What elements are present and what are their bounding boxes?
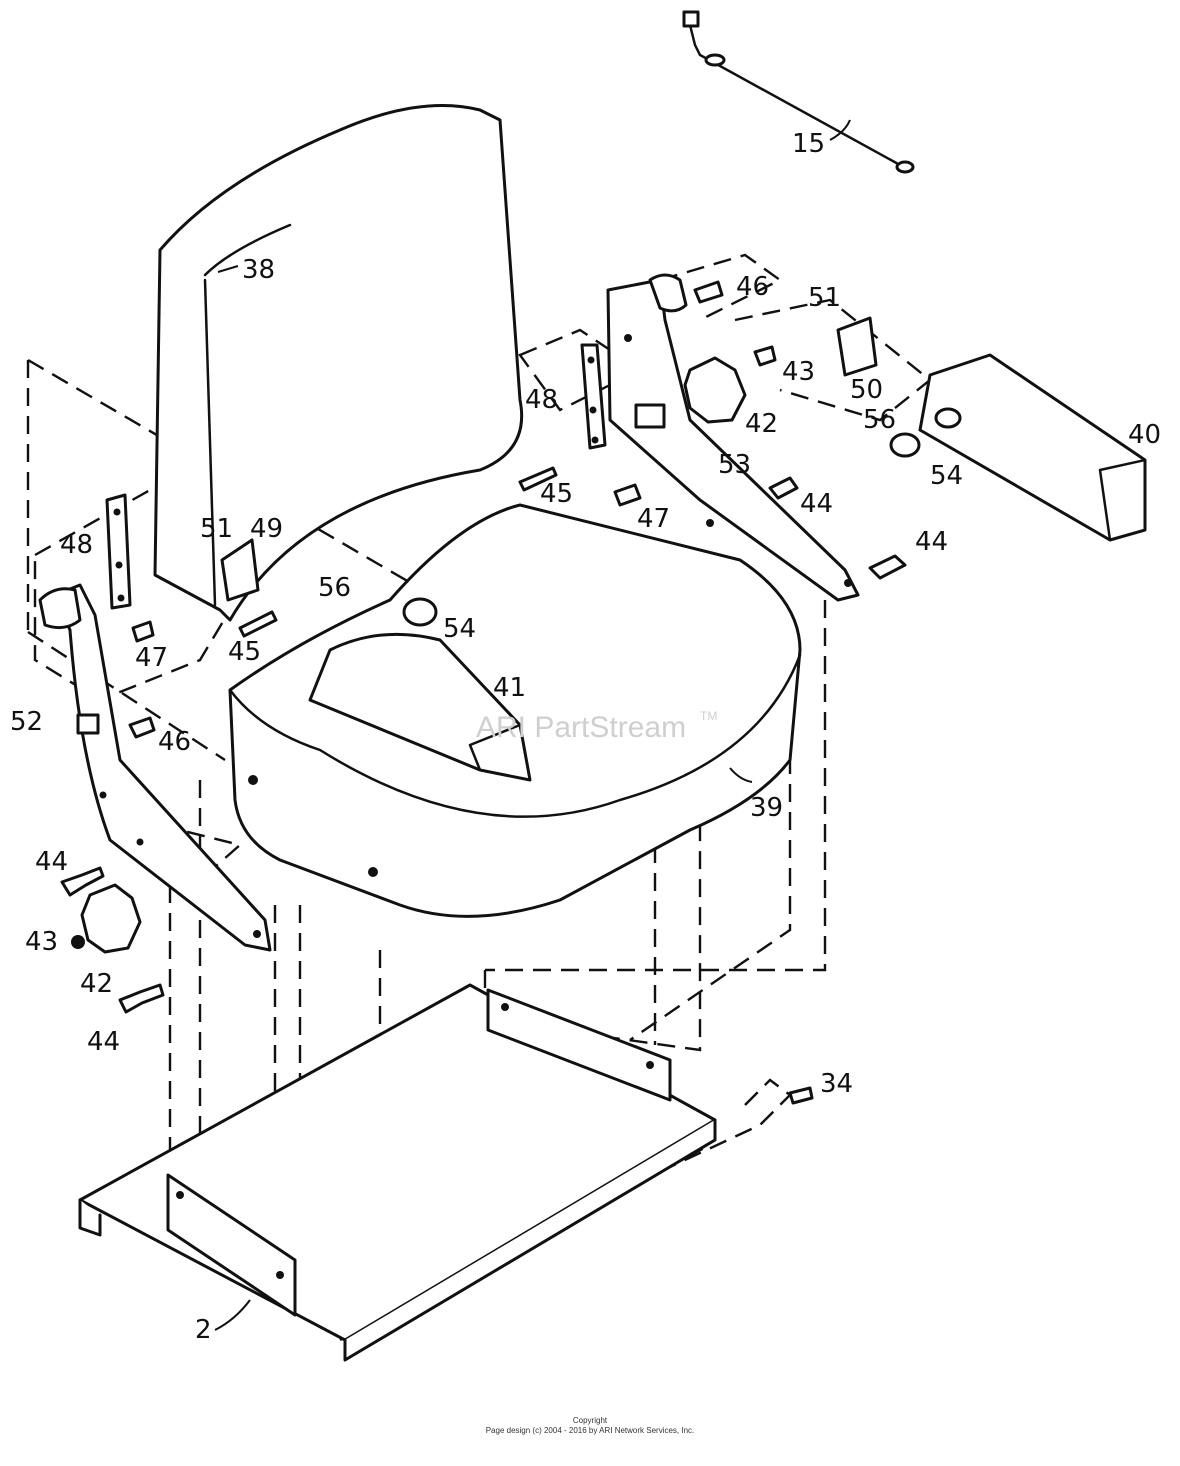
right-mounting-plate	[580, 343, 607, 450]
callout-47-right: 47	[637, 504, 670, 534]
callout-54-left: 54	[443, 614, 476, 644]
callout-15: 15	[792, 129, 825, 159]
right-knob	[683, 356, 747, 424]
washer-ring-right	[889, 432, 921, 458]
callout-47-left: 47	[135, 643, 168, 673]
callout-53: 53	[718, 450, 751, 480]
seat-back	[153, 104, 524, 622]
seat-base-plate	[78, 983, 717, 1362]
right-armrest	[918, 353, 1147, 542]
left-knob	[80, 883, 142, 954]
watermark-tm: TM	[700, 709, 717, 723]
callout-52: 52	[10, 707, 43, 737]
watermark: ARI PartStream TM	[476, 709, 717, 744]
callout-56-left: 56	[318, 573, 351, 603]
callout-44-right-2: 44	[915, 527, 948, 557]
washer-ring-left	[402, 597, 438, 627]
callout-51-left: 51	[200, 514, 233, 544]
part-callouts: 15 38 46 51 43 48 50 42 56 40 53 54 45 4…	[10, 119, 1161, 1345]
callout-45-left: 45	[228, 637, 261, 667]
callout-49: 49	[250, 514, 283, 544]
callout-50: 50	[850, 375, 883, 405]
seat-cushion	[228, 503, 802, 918]
left-clip	[220, 538, 260, 602]
left-mounting-plate	[105, 493, 132, 610]
right-clip	[836, 316, 878, 377]
copyright-heading: Copyright	[572, 1416, 608, 1425]
callout-44-right-1: 44	[800, 489, 833, 519]
callout-48-left: 48	[60, 530, 93, 560]
copyright-notice: Page design (c) 2004 - 2016 by ARI Netwo…	[485, 1426, 695, 1435]
seat-cable	[682, 10, 915, 174]
callout-44-left-1: 44	[35, 847, 68, 877]
left-armrest	[308, 632, 532, 782]
callout-2: 2	[195, 1315, 212, 1345]
callout-34: 34	[820, 1069, 853, 1099]
callout-48-right: 48	[525, 385, 558, 415]
bolts	[60, 280, 907, 1105]
callout-43-left: 43	[25, 927, 58, 957]
callout-56-right: 56	[863, 405, 896, 435]
callout-43-right: 43	[782, 357, 815, 387]
copyright-footer: Copyright Page design (c) 2004 - 2016 by…	[0, 1416, 1180, 1436]
callout-40: 40	[1128, 420, 1161, 450]
callout-42-right: 42	[745, 409, 778, 439]
left-bracket	[38, 583, 272, 952]
callout-38: 38	[242, 255, 275, 285]
callout-46-left: 46	[158, 727, 191, 757]
watermark-text: ARI PartStream	[476, 711, 686, 744]
callout-46-right: 46	[736, 272, 769, 302]
callout-39: 39	[750, 793, 783, 823]
callout-45-right: 45	[540, 479, 573, 509]
callout-51-right: 51	[808, 283, 841, 313]
right-pivot-cylinder	[648, 273, 688, 313]
callout-42-left: 42	[80, 969, 113, 999]
callout-44-left-2: 44	[87, 1027, 120, 1057]
callout-54-right: 54	[930, 461, 963, 491]
callout-41: 41	[493, 673, 526, 703]
